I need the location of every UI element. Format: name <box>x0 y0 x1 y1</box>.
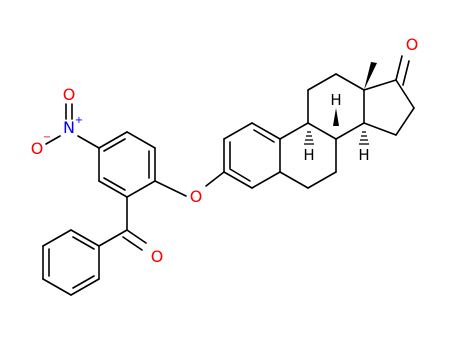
hashed-bonds <box>304 131 369 145</box>
bond-double <box>103 138 126 152</box>
ketone-oxygen-label: O <box>406 35 419 54</box>
bond <box>307 171 337 189</box>
nitro-oxygen-left-label: O <box>31 139 44 158</box>
bond <box>395 107 415 136</box>
bond <box>70 278 100 296</box>
h-c14-label: H <box>358 146 369 164</box>
bond <box>307 73 337 91</box>
bond <box>126 180 156 198</box>
bond <box>205 171 225 187</box>
bond <box>154 180 187 197</box>
bond <box>335 122 365 140</box>
wedge-bond <box>364 62 377 90</box>
bond <box>251 122 281 140</box>
bond <box>98 229 128 247</box>
bond <box>70 229 100 247</box>
bond-double <box>72 275 95 289</box>
bond <box>251 171 281 189</box>
nitro-plus-charge: + <box>75 115 83 126</box>
bond-double <box>122 236 143 251</box>
bond <box>77 135 100 149</box>
h-c9-label: H <box>303 146 314 164</box>
nitro-nitrogen-label: N <box>63 118 75 137</box>
benzoyl-oxygen-label: O <box>151 247 164 266</box>
bond-double <box>229 168 251 182</box>
bond-double <box>402 60 410 86</box>
bond <box>126 131 156 149</box>
nitro-oxygen-top-label: O <box>63 85 76 104</box>
bond <box>279 122 309 140</box>
bond <box>98 131 128 149</box>
bond <box>395 55 403 81</box>
bond <box>126 229 147 244</box>
bond <box>45 135 61 145</box>
nitro-minus-charge: − <box>43 132 51 143</box>
bond <box>335 73 365 91</box>
bond <box>223 122 253 140</box>
bond-lines <box>42 55 415 296</box>
bond <box>307 122 337 140</box>
bond <box>42 229 72 247</box>
ether-oxygen-label: O <box>190 187 203 206</box>
bond-double <box>253 129 275 143</box>
bond <box>363 79 397 91</box>
bond <box>42 278 72 296</box>
bond <box>279 171 309 189</box>
bond <box>223 171 253 189</box>
bond-double <box>103 177 126 191</box>
wedge-bond <box>333 108 339 126</box>
h-c8-label: H <box>330 91 341 109</box>
bond-double <box>72 236 95 250</box>
bond <box>98 180 128 198</box>
bond <box>363 122 397 136</box>
bond <box>395 79 415 109</box>
